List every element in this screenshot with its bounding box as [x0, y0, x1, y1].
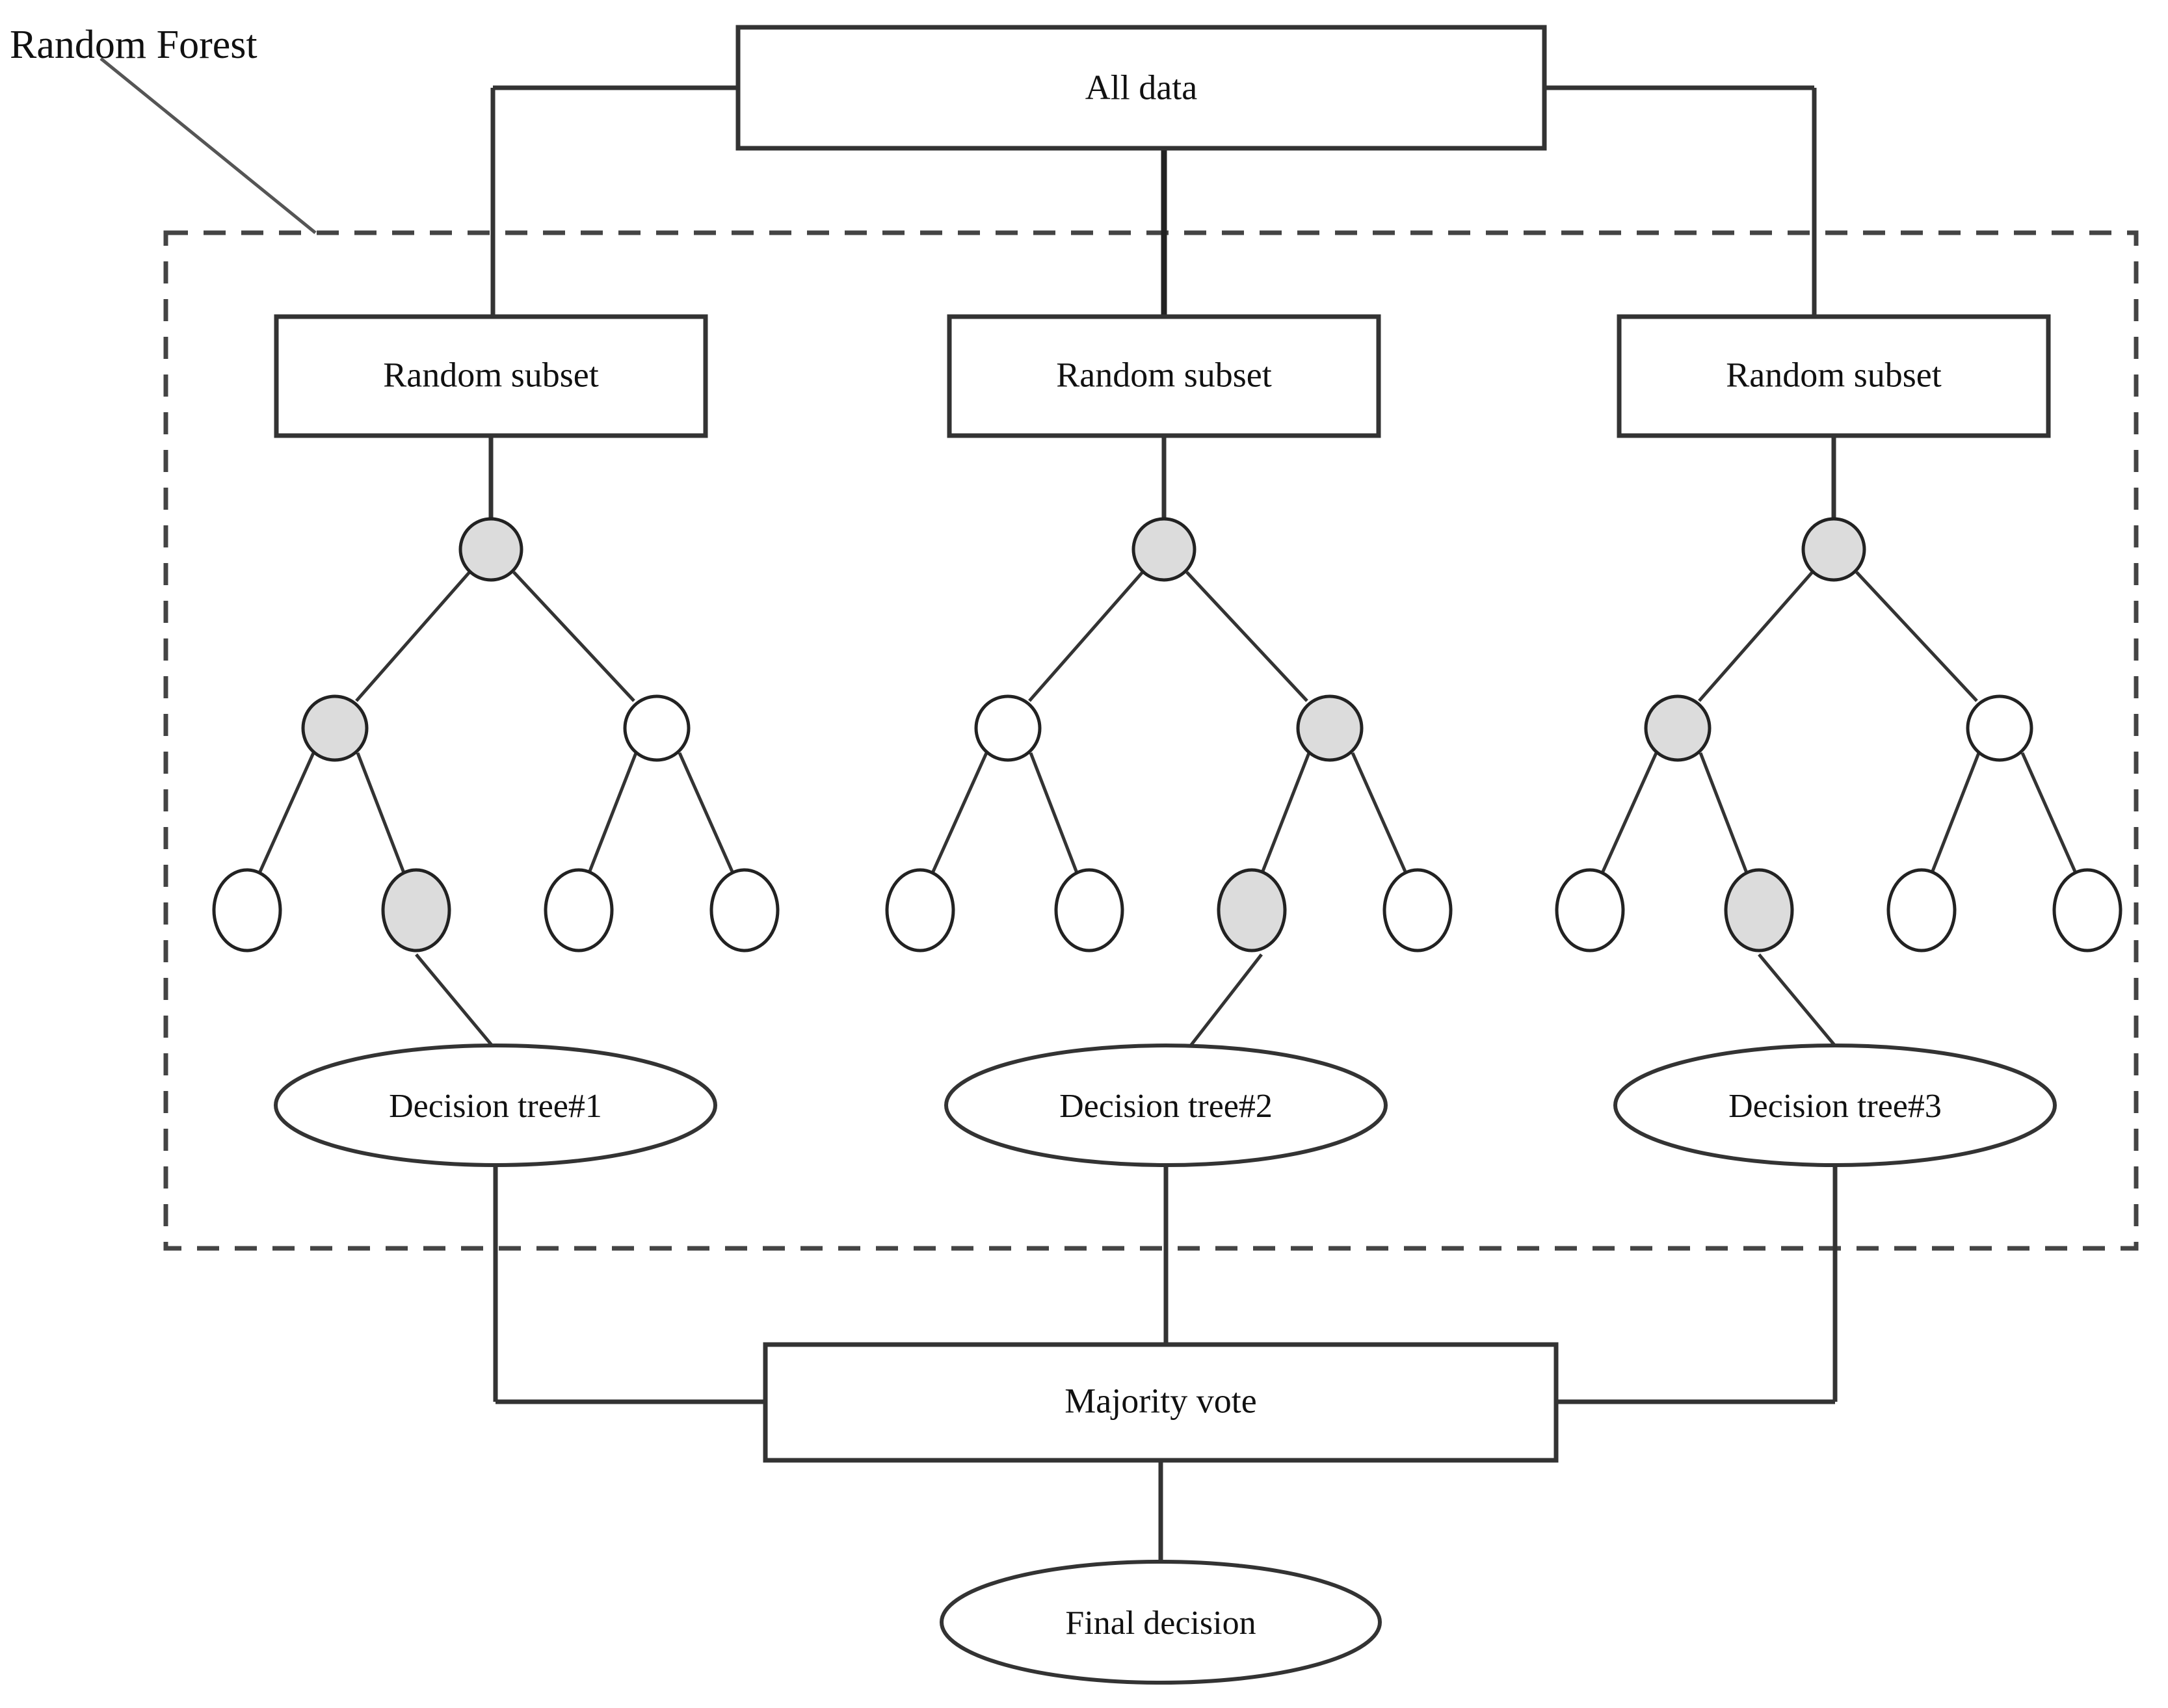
edge-root-l2a-t1 — [355, 571, 471, 702]
tree-leaf-2-t3[interactable] — [1724, 868, 1794, 953]
tree-node-l2-a-t3[interactable] — [1644, 694, 1712, 762]
tree-node-l2-b-t3[interactable] — [1966, 694, 2033, 762]
edge-l2b-leaf3-t3 — [1929, 752, 1981, 875]
tree-node-l2-b-t1[interactable] — [623, 694, 691, 762]
edge-leaf-decision-t2 — [1187, 953, 1263, 1049]
tree-leaf-3-t3[interactable] — [1886, 868, 1957, 953]
edge-l2a-leaf2-t3 — [1699, 752, 1749, 875]
random-forest-leader-line — [99, 57, 317, 234]
decision-tree-group-1 — [212, 436, 780, 1049]
edge-l2b-leaf3-t2 — [1260, 752, 1311, 875]
decision-tree-group-3 — [1555, 436, 2122, 1049]
tree-leaf-2-t2[interactable] — [1054, 868, 1124, 953]
all-data-box[interactable] — [735, 25, 1547, 151]
edge-l2a-leaf1-t3 — [1600, 752, 1658, 876]
tree-leaf-4-t2[interactable] — [1382, 868, 1453, 953]
tree-node-l2-a-t1[interactable] — [301, 694, 369, 762]
edge-l2b-leaf4-t1 — [678, 752, 735, 876]
random-subset-label-3: Random subset — [1726, 355, 1942, 394]
edge-l2b-leaf4-t3 — [2020, 752, 2078, 876]
all-data-label: All data — [1085, 68, 1197, 107]
tree-leaf-1-t1[interactable] — [212, 868, 282, 953]
tree-leaf-4-t3[interactable] — [2052, 868, 2122, 953]
tree-leaf-4-t1[interactable] — [709, 868, 780, 953]
final-decision-label: Final decision — [1065, 1605, 1256, 1642]
majority-vote-box[interactable] — [763, 1342, 1559, 1463]
decision-tree-label-2: Decision tree#2 — [1059, 1088, 1273, 1125]
edge-root-l2b-t3 — [1855, 571, 1978, 702]
tree-node-root-t3[interactable] — [1801, 517, 1866, 582]
edge-l2a-leaf2-t1 — [356, 752, 406, 875]
edge-l2a-leaf1-t1 — [257, 752, 315, 876]
random-forest-title: Random Forest — [10, 23, 258, 67]
tree-leaf-3-t1[interactable] — [544, 868, 614, 953]
edge-root-l2a-t3 — [1698, 571, 1814, 702]
tree-node-root-t2[interactable] — [1131, 517, 1196, 582]
edge-l2b-leaf4-t2 — [1351, 752, 1408, 876]
tree-leaf-2-t1[interactable] — [381, 868, 451, 953]
edge-root-l2b-t1 — [512, 571, 635, 702]
tree-leaf-1-t3[interactable] — [1555, 868, 1625, 953]
edge-l2a-leaf1-t2 — [930, 752, 988, 876]
random-subset-label-2: Random subset — [1056, 355, 1272, 394]
random-subset-label-1: Random subset — [383, 355, 599, 394]
random-subset-box-1[interactable] — [274, 314, 708, 438]
tree-node-root-t1[interactable] — [458, 517, 523, 582]
tree-leaf-1-t2[interactable] — [885, 868, 955, 953]
decision-tree-group-2 — [885, 436, 1453, 1049]
edge-root-l2a-t2 — [1028, 571, 1144, 702]
decision-tree-label-3: Decision tree#3 — [1728, 1088, 1942, 1125]
edge-l2a-leaf2-t2 — [1029, 752, 1079, 875]
random-subset-box-2[interactable] — [947, 314, 1381, 438]
tree-node-l2-a-t2[interactable] — [974, 694, 1042, 762]
edge-l2b-leaf3-t1 — [587, 752, 638, 875]
final-decision-ellipse[interactable] — [940, 1560, 1382, 1685]
decision-tree-label-1: Decision tree#1 — [389, 1088, 602, 1125]
random-forest-boundary — [163, 230, 2139, 1251]
majority-vote-label: Majority vote — [1064, 1381, 1256, 1420]
edge-leaf-decision-t1 — [415, 953, 496, 1049]
tree-node-l2-b-t2[interactable] — [1296, 694, 1364, 762]
tree-leaf-3-t2[interactable] — [1217, 868, 1287, 953]
edge-leaf-decision-t3 — [1758, 953, 1838, 1049]
edge-root-l2b-t2 — [1185, 571, 1308, 702]
